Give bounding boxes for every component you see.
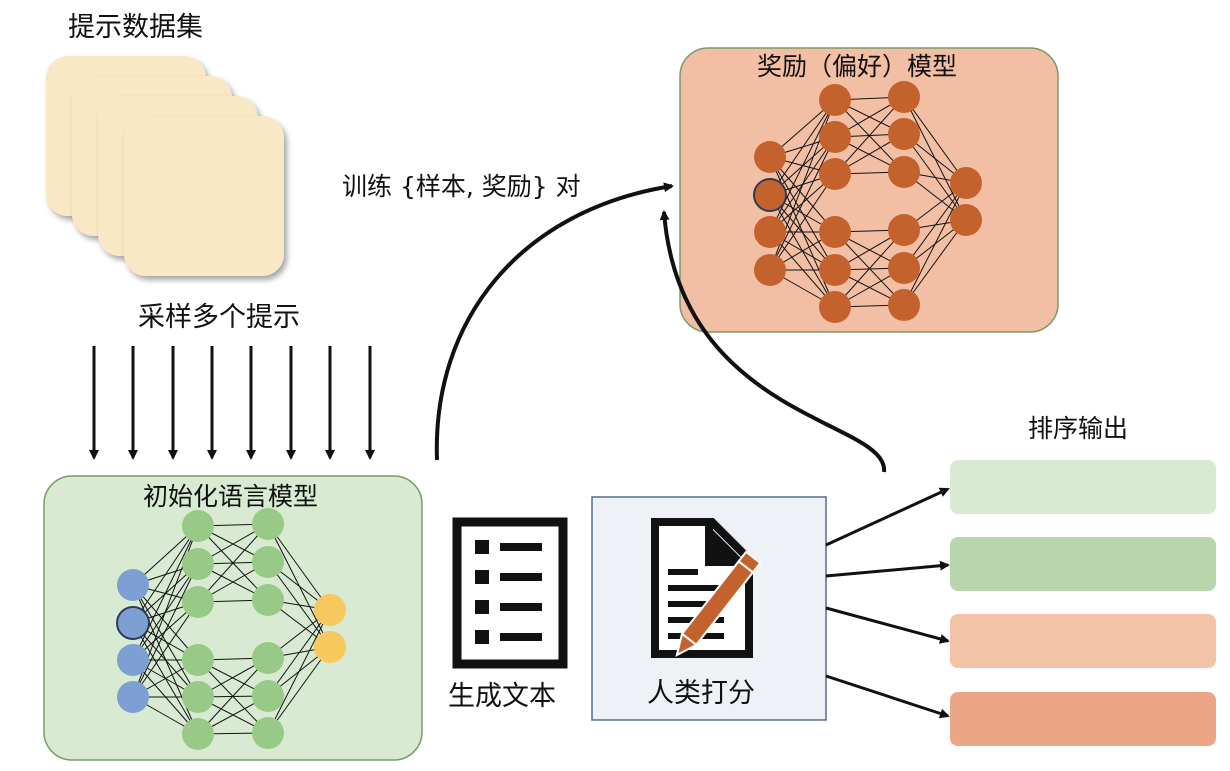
initial-lm-network	[116, 508, 346, 750]
network-node	[754, 216, 786, 248]
network-node	[252, 680, 284, 712]
network-node	[754, 254, 786, 286]
network-node	[888, 156, 920, 188]
network-node	[888, 214, 920, 246]
network-node	[819, 158, 851, 190]
network-node	[888, 289, 920, 321]
network-node	[182, 586, 214, 618]
human-feedback-arrow	[659, 210, 887, 473]
network-node	[950, 204, 982, 236]
network-node	[117, 569, 149, 601]
list-document-icon	[452, 517, 568, 669]
generate-text-label: 生成文本	[448, 681, 556, 712]
network-node	[182, 548, 214, 580]
network-node	[888, 252, 920, 284]
network-node	[182, 681, 214, 713]
reward-model-box	[679, 47, 1059, 333]
rank-bar-4	[950, 692, 1216, 746]
reward-model-network	[753, 81, 982, 323]
network-node	[819, 254, 851, 286]
network-node	[252, 584, 284, 616]
network-node	[950, 167, 982, 199]
network-node	[314, 594, 346, 626]
network-node	[117, 644, 149, 676]
prompt-cards-icon	[46, 56, 284, 276]
train-pairs-arrow	[434, 182, 674, 461]
ranking-arrow	[825, 606, 950, 644]
network-node	[182, 718, 214, 750]
ranking-arrow	[825, 560, 950, 578]
document-pencil-icon	[651, 518, 762, 658]
network-node	[888, 118, 920, 150]
sample-prompts-label: 采样多个提示	[138, 302, 300, 333]
sampling-arrows	[89, 346, 375, 460]
rank-bar-2	[950, 537, 1216, 591]
ranked-output-label: 排序输出	[1028, 414, 1129, 443]
network-node	[888, 81, 920, 113]
network-node	[182, 510, 214, 542]
rank-bar-1	[950, 460, 1216, 514]
prompt-dataset-label: 提示数据集	[68, 12, 203, 43]
network-node	[252, 508, 284, 540]
network-node	[753, 178, 787, 212]
initial-lm-box	[43, 475, 423, 761]
network-node	[252, 717, 284, 749]
rank-bar-3	[950, 614, 1216, 668]
network-node	[116, 606, 150, 640]
initial-lm-label: 初始化语言模型	[143, 482, 319, 511]
reward-model-label: 奖励（偏好）模型	[757, 52, 958, 81]
network-node	[252, 546, 284, 578]
ranking-arrow	[825, 674, 950, 719]
train-pairs-label: 训练 {样本, 奖励} 对	[342, 172, 581, 201]
prompt-card	[124, 116, 284, 276]
network-node	[314, 631, 346, 663]
network-node	[117, 681, 149, 713]
pencil-icon	[675, 550, 762, 658]
human-scoring-label: 人类打分	[647, 678, 755, 709]
network-node	[182, 644, 214, 676]
network-node	[819, 84, 851, 116]
ranking-arrow	[825, 487, 950, 547]
network-node	[819, 291, 851, 323]
network-node	[252, 642, 284, 674]
network-node	[819, 121, 851, 153]
network-node	[819, 216, 851, 248]
ranking-arrows	[825, 487, 950, 719]
network-node	[754, 141, 786, 173]
